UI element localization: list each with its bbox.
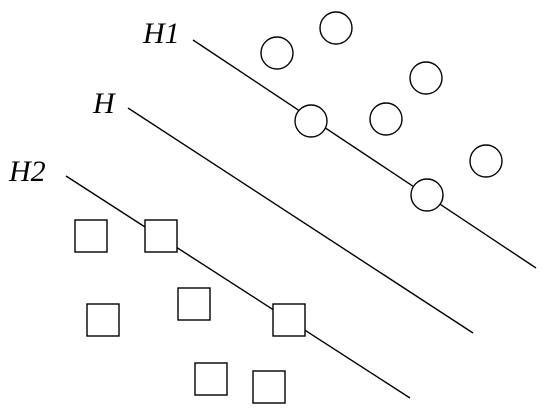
circle-icon — [469, 144, 503, 178]
circle-icon — [294, 104, 328, 138]
square-icon — [272, 303, 306, 337]
circle-icon — [260, 36, 294, 70]
square-icon — [86, 303, 120, 337]
square-icon — [74, 219, 108, 253]
square-icon — [144, 219, 178, 253]
hyperplane-h-line — [127, 107, 474, 334]
circle-class-group — [260, 11, 503, 212]
h1-label: H1 — [142, 17, 180, 50]
circle-icon — [409, 61, 443, 95]
h-label: H — [92, 87, 117, 120]
square-icon — [252, 370, 286, 404]
circle-icon — [319, 11, 353, 45]
square-class-group — [74, 219, 306, 404]
hyperplane-h2-line — [65, 175, 411, 399]
h2-label: H2 — [8, 155, 46, 188]
square-icon — [177, 287, 211, 321]
hyperplane-h1-line — [192, 39, 537, 269]
circle-icon — [410, 178, 444, 212]
circle-icon — [369, 102, 403, 136]
square-icon — [194, 362, 228, 396]
